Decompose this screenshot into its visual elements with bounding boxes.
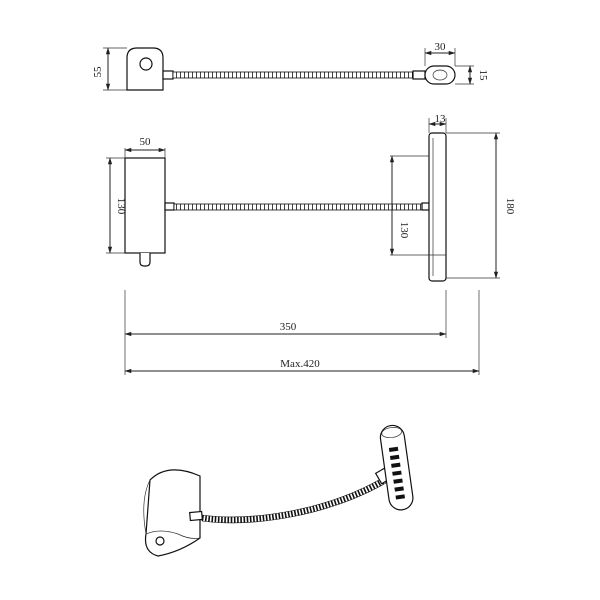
front-head-stem — [421, 202, 430, 211]
front-view: 50 130 13 130 180 350 Max.420 — [106, 113, 516, 375]
dim-base-height: 130 — [115, 198, 127, 215]
top-lamp-head — [424, 65, 456, 85]
persp-gooseneck-arm — [201, 477, 387, 523]
dim-head-total-height: 180 — [504, 198, 516, 215]
top-gooseneck-arm — [172, 71, 414, 79]
dim-top-head-width: 30 — [435, 41, 447, 53]
top-base-stem — [162, 70, 174, 80]
top-lamp-head-detail — [432, 69, 448, 81]
dim-top-head-height: 15 — [477, 70, 489, 82]
persp-base-hole — [155, 536, 165, 546]
front-base-plate — [124, 157, 166, 254]
persp-base-stem — [189, 510, 203, 522]
persp-lamp-head — [379, 424, 414, 511]
dim-top-base-height: 55 — [92, 66, 104, 78]
perspective-view — [143, 424, 414, 557]
front-base-stem — [164, 202, 175, 211]
persp-base-bracket — [144, 469, 201, 557]
top-view: 55 30 15 — [92, 41, 489, 91]
dim-head-width: 13 — [435, 113, 447, 125]
front-gooseneck-arm — [173, 203, 423, 211]
front-base-knob — [139, 253, 151, 267]
dim-base-width: 50 — [140, 136, 152, 148]
dim-arm-length: 350 — [280, 321, 297, 333]
dim-head-arm-height: 130 — [398, 222, 410, 239]
top-base-hole — [139, 57, 153, 71]
dim-max-length: Max.420 — [280, 358, 320, 370]
top-head-stem — [412, 70, 426, 80]
front-lamp-head — [428, 132, 447, 282]
